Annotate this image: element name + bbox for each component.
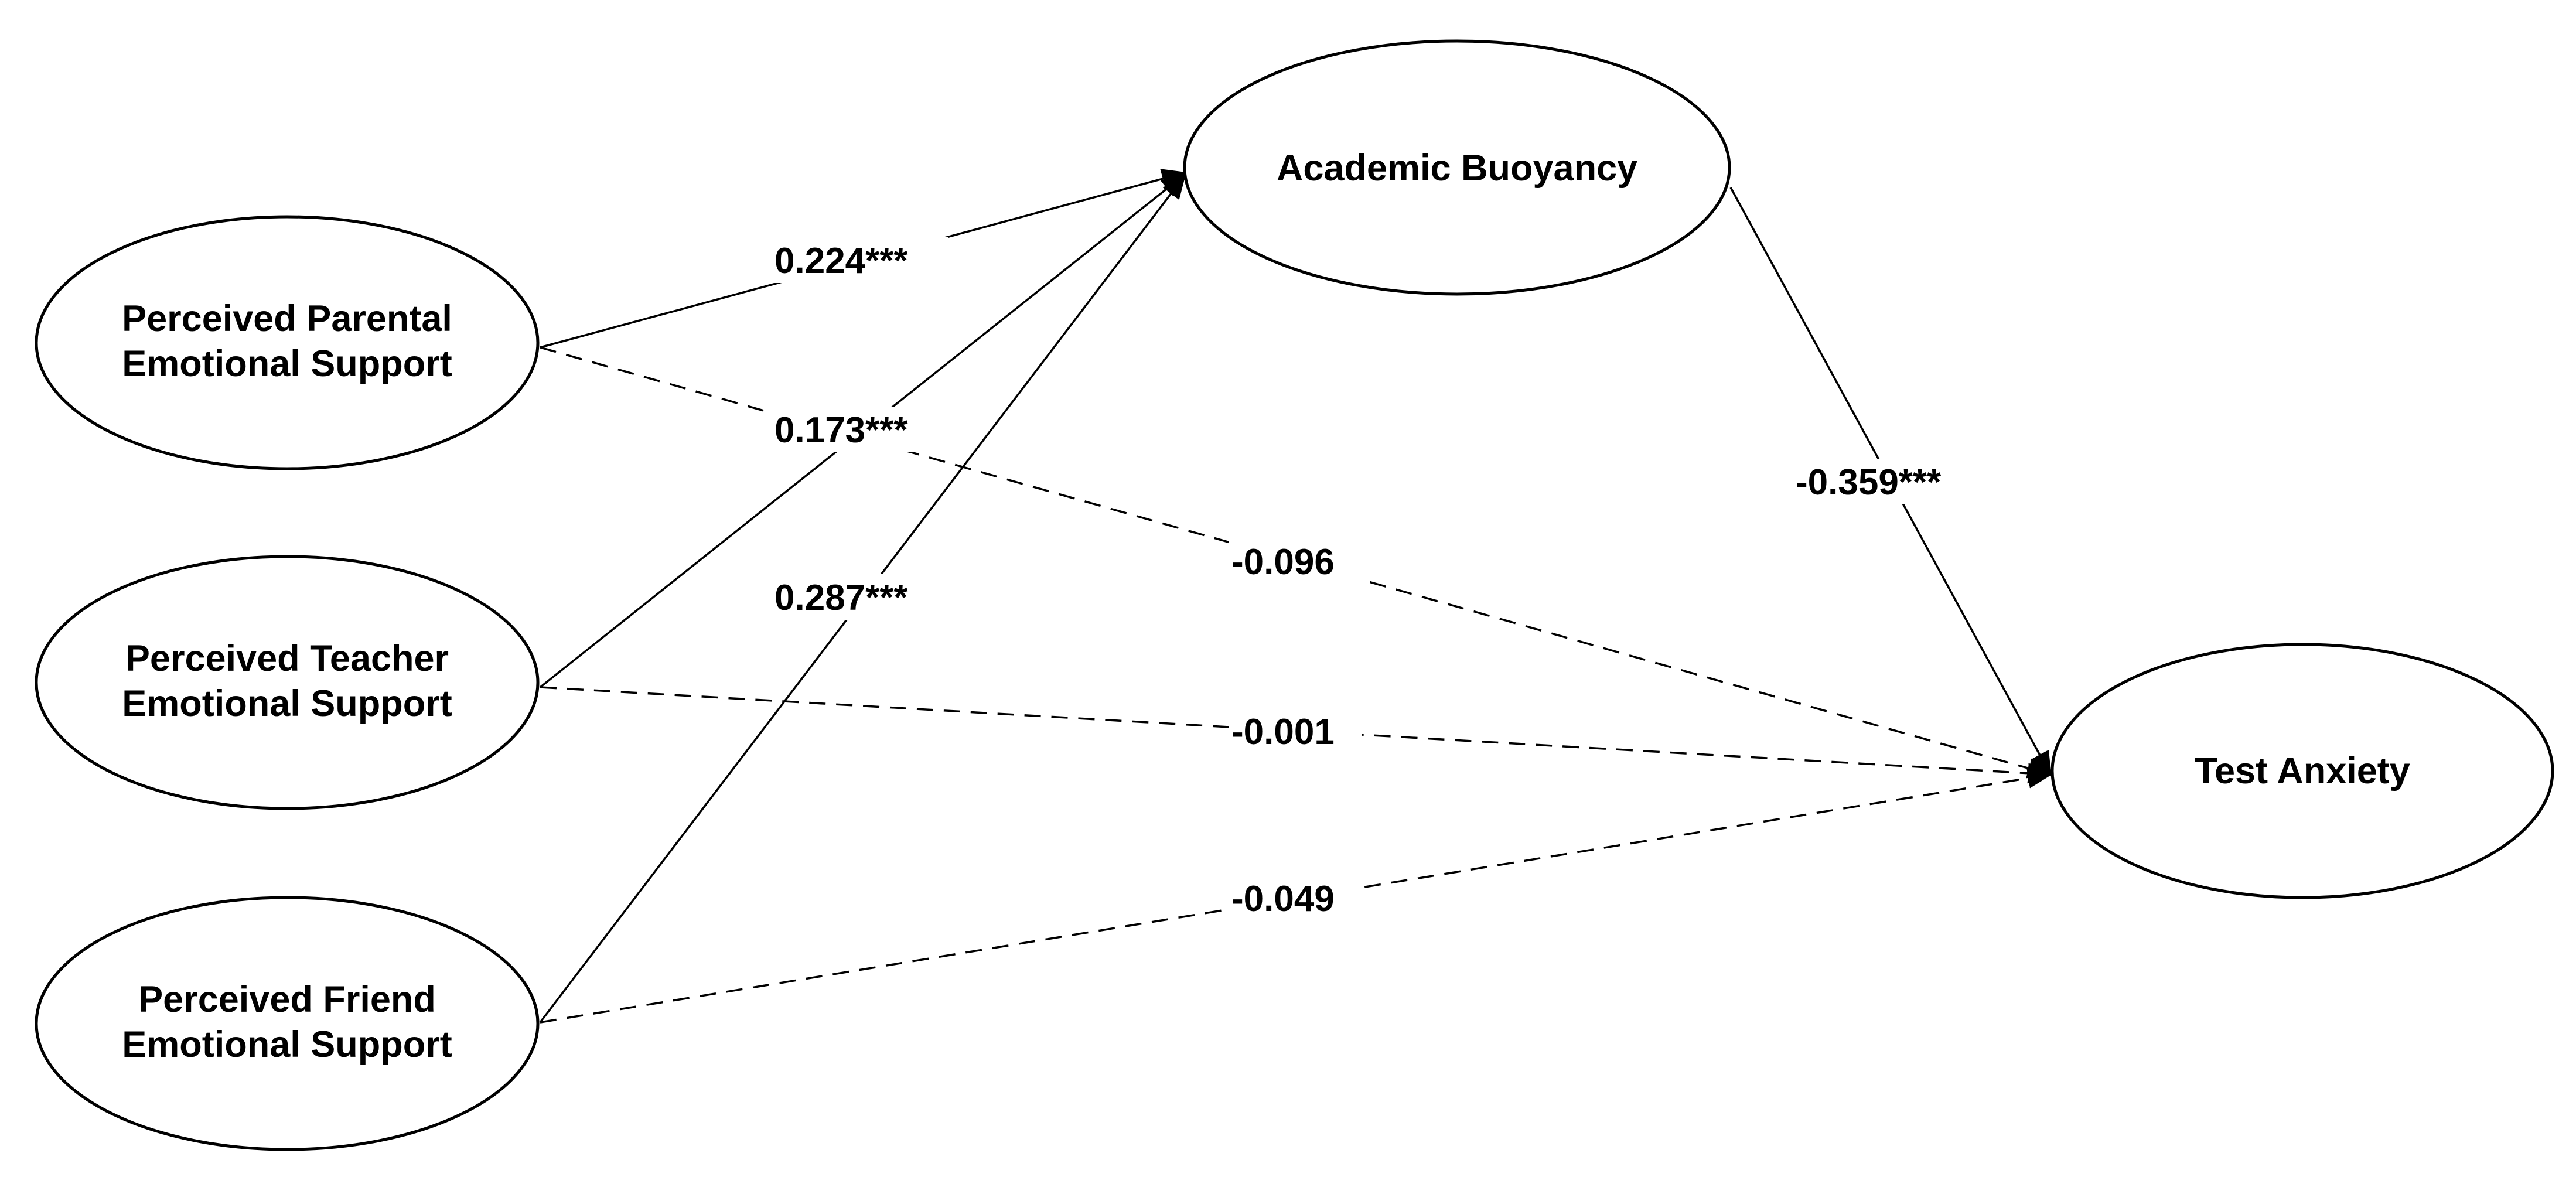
coef-friend-to-anxiety-group: -0.049: [1229, 875, 1362, 920]
node-friend-support: Perceived Friend Emotional Support: [35, 896, 540, 1151]
coefficient-labels: 0.224*** 0.173*** 0.287*** -0.359*** -0.…: [772, 237, 1986, 920]
node-teacher-support: Perceived Teacher Emotional Support: [35, 555, 540, 810]
coef-friend-to-anxiety: -0.049: [1231, 879, 1335, 919]
node-friend-ellipse: [35, 896, 540, 1151]
node-buoyancy-ellipse: [1183, 39, 1731, 296]
coef-parental-to-buoyancy-group: 0.224***: [772, 237, 948, 283]
coef-teacher-to-anxiety-group: -0.001: [1229, 708, 1362, 753]
node-parental-ellipse: [35, 215, 540, 470]
coef-parental-to-buoyancy: 0.224***: [774, 241, 908, 281]
node-test-anxiety: Test Anxiety: [2050, 643, 2554, 899]
node-teacher-label-line1: Perceived Teacher: [125, 638, 449, 679]
node-anxiety-ellipse: [2050, 643, 2554, 899]
node-friend-label-line1: Perceived Friend: [138, 979, 436, 1020]
coef-parental-to-anxiety: -0.096: [1231, 542, 1335, 582]
coef-teacher-to-anxiety: -0.001: [1231, 712, 1335, 752]
node-parental-label-line1: Perceived Parental: [122, 298, 452, 339]
coef-teacher-to-buoyancy-group: 0.173***: [772, 407, 948, 452]
coef-friend-to-buoyancy: 0.287***: [774, 578, 908, 618]
coef-friend-to-buoyancy-group: 0.287***: [772, 574, 948, 620]
node-friend-label-line2: Emotional Support: [122, 1024, 452, 1065]
node-parental-label-line2: Emotional Support: [122, 343, 452, 384]
coef-buoyancy-to-anxiety-group: -0.359***: [1793, 459, 1986, 504]
node-teacher-label-line2: Emotional Support: [122, 683, 452, 724]
node-buoyancy-label: Academic Buoyancy: [1277, 148, 1637, 189]
coef-parental-to-anxiety-group: -0.096: [1229, 538, 1362, 584]
node-academic-buoyancy: Academic Buoyancy: [1183, 39, 1731, 296]
node-anxiety-label: Test Anxiety: [2195, 750, 2410, 792]
coef-teacher-to-buoyancy: 0.173***: [774, 410, 908, 451]
node-teacher-ellipse: [35, 555, 540, 810]
coef-buoyancy-to-anxiety: -0.359***: [1796, 462, 1942, 503]
node-parental-support: Perceived Parental Emotional Support: [35, 215, 540, 470]
